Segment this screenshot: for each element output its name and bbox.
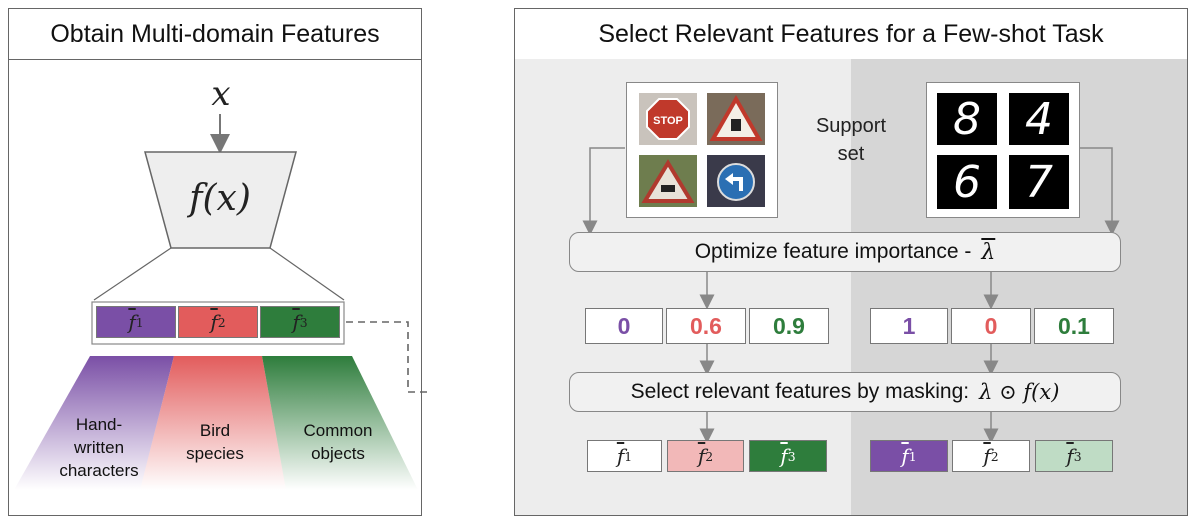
left-panel-title: Obtain Multi-domain Features — [9, 9, 421, 60]
warning-triangle-icon — [709, 94, 763, 141]
digit-image-1: 8 — [937, 93, 997, 145]
lambda-symbol: λ — [981, 239, 996, 265]
support-set-traffic-signs: STOP — [626, 82, 778, 218]
svg-text:STOP: STOP — [653, 115, 683, 127]
select-math: λ ⊙ f(x) — [979, 380, 1060, 404]
right-weight-3: 0.1 — [1034, 308, 1114, 344]
optimize-importance-box: Optimize feature importance - λ — [569, 232, 1121, 272]
select-features-box: Select relevant features by masking: λ ⊙… — [569, 372, 1121, 412]
left-weight-1: 0 — [585, 308, 663, 344]
domain-fan-handwritten — [14, 356, 174, 490]
support-right-arrow — [1080, 147, 1120, 236]
animal-warning-icon — [641, 159, 695, 203]
select-label: Select relevant features by masking: — [630, 380, 970, 403]
stop-sign-icon: STOP — [646, 98, 690, 140]
digit-image-4: 7 — [1009, 155, 1069, 209]
right-weight-1: 1 — [870, 308, 948, 344]
input-symbol: x — [211, 74, 231, 114]
encoder-diagram — [14, 114, 430, 490]
support-set-digits: 8 4 6 7 — [926, 82, 1080, 218]
turn-sign-image — [707, 155, 765, 207]
domain-label-handwritten: Hand- written characters — [59, 415, 139, 480]
domain-fan-birds — [140, 356, 286, 490]
domain-fan-objects — [262, 356, 418, 490]
support-set-label: Support set — [815, 115, 887, 165]
right-panel-title: Select Relevant Features for a Few-shot … — [515, 9, 1187, 60]
turn-left-sign-icon — [717, 163, 755, 201]
deer-sign-image — [639, 155, 697, 207]
stop-sign-image: STOP — [639, 93, 697, 145]
feature-vector-frame — [91, 301, 345, 345]
expand-line-right — [269, 247, 345, 301]
encoder-label: f(x) — [189, 178, 251, 219]
dashed-connector — [346, 321, 430, 393]
support-left-arrow — [582, 147, 625, 236]
right-weight-2: 0 — [951, 308, 1031, 344]
left-weight-2: 0.6 — [666, 308, 746, 344]
left-weight-3: 0.9 — [749, 308, 829, 344]
domain-label-birds: Bird species — [186, 421, 244, 463]
expand-line-left — [93, 247, 172, 301]
digit-image-2: 4 — [1009, 93, 1069, 145]
optimize-label: Optimize feature importance - — [694, 240, 972, 263]
digit-image-3: 6 — [937, 155, 997, 209]
roadwork-sign-image — [707, 93, 765, 145]
domain-label-objects: Common objects — [303, 421, 373, 463]
